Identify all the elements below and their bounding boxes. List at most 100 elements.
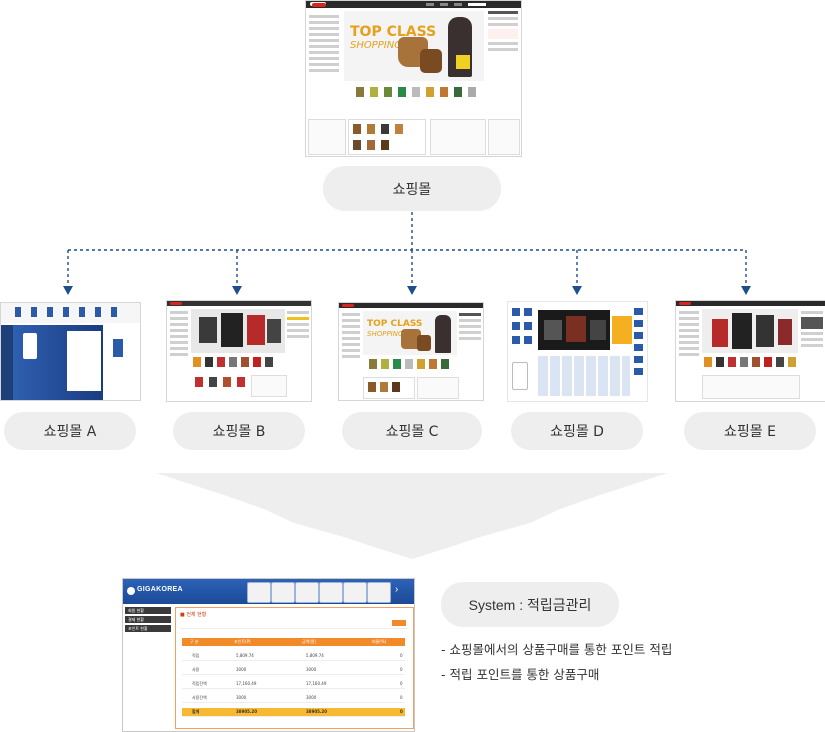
site-nav [454, 3, 462, 6]
table-header-cell: 비율(%) [372, 639, 387, 644]
table-row: 적립잔액 17,160.49 17,160.49 0 [182, 680, 405, 689]
table-cell: 사용 [192, 667, 200, 672]
table-cell: 17,160.49 [236, 681, 257, 686]
mall-a-phone [23, 333, 37, 359]
table-cell: 5,809.74 [306, 653, 324, 658]
site-notice-box [251, 375, 287, 397]
table-header-row: 구 분 포인트(P) 금액(원) 비율(%) [182, 638, 405, 646]
site-side-menu [679, 311, 699, 359]
site-lower-products [363, 377, 415, 399]
table-cell: 3000 [306, 667, 317, 672]
banner-title: TOP CLASS [367, 319, 423, 329]
mall-c-label: 쇼핑몰 C [342, 412, 482, 450]
bullet-item: - 쇼핑몰에서의 상품구매를 통한 포인트 적립 [441, 642, 673, 657]
site-banner: TOP CLASS SHOPPING [344, 11, 484, 81]
arrow-b [232, 286, 242, 295]
table-cell: 0 [400, 695, 403, 700]
hub-site-screenshot: TOP CLASS SHOPPING [305, 0, 522, 157]
product-strip [191, 357, 285, 369]
mall-b-banner [191, 309, 285, 353]
system-label: System : 적립금관리 [441, 582, 619, 627]
site-side-menu [309, 15, 339, 75]
table-cell: 사용잔액 [192, 695, 207, 700]
table-cell: 합계 [192, 709, 200, 714]
arrow-d [572, 286, 582, 295]
product-strip [191, 377, 285, 391]
mall-d-label: 쇼핑몰 D [511, 412, 643, 450]
table-row: 사용 3000 3000 0 [182, 666, 405, 675]
yellow-bag-image [456, 55, 470, 69]
mall-e-banner [702, 309, 798, 353]
table-header-cell: 금액(원) [302, 639, 317, 644]
table-total-row: 합계 38905.20 38905.20 0 [182, 708, 405, 717]
mall-e-label-text: 쇼핑몰 E [724, 424, 776, 440]
handbag-image [417, 335, 431, 351]
table-header-cell: 포인트(P) [234, 639, 251, 644]
product-strip [363, 359, 457, 371]
distribution-connectors [63, 212, 751, 295]
site-right-column [801, 311, 823, 350]
table-cell: 5,809.74 [236, 653, 254, 658]
site-notice-box [430, 119, 486, 155]
product-image [113, 339, 123, 357]
date-filter-bar [180, 620, 409, 629]
product-icon [95, 307, 101, 317]
site-lower-list [702, 375, 800, 399]
product-strip [346, 85, 484, 105]
product-icon [111, 307, 117, 317]
site-topbar [306, 1, 521, 8]
table-row: 적립 5,809.74 5,809.74 0 [182, 652, 405, 661]
table-header-cell: 구 분 [190, 639, 199, 644]
toolbar-button [295, 582, 319, 603]
mall-b-label: 쇼핑몰 B [173, 412, 305, 450]
table-cell: 적립잔액 [192, 681, 207, 686]
system-label-text: System : 적립금관리 [468, 596, 592, 613]
site-logo-mark [312, 3, 326, 7]
banner-subtitle: SHOPPING [367, 330, 404, 338]
site-topbar [676, 301, 825, 306]
site-right-box [488, 119, 520, 155]
bullet-item: - 적립 포인트를 통한 상품구매 [441, 667, 600, 682]
product-icon [31, 307, 37, 317]
toolbar-button [343, 582, 367, 603]
mall-c-banner: TOP CLASS SHOPPING [363, 311, 457, 355]
mall-a-screenshot [0, 302, 141, 401]
table-cell: 3000 [236, 695, 247, 700]
table-cell: 0 [400, 653, 403, 658]
model-image [435, 315, 451, 353]
system-menu-item: 결제 현황 [125, 616, 171, 623]
site-side-menu [342, 313, 360, 361]
product-strip [702, 357, 798, 369]
site-search [468, 3, 486, 6]
toolbar-button [367, 582, 391, 603]
site-logo [170, 302, 182, 305]
mall-d-left-icons [510, 306, 538, 366]
handbag-image [401, 329, 421, 349]
banner-title: TOP CLASS [350, 24, 437, 40]
arrow-c [407, 286, 417, 295]
hub-label-text: 쇼핑몰 [392, 181, 432, 198]
banner-subtitle: SHOPPING [350, 40, 402, 51]
mall-b-label-text: 쇼핑몰 B [212, 424, 266, 440]
mall-e-screenshot [675, 300, 825, 402]
table-row: 사용잔액 3000 3000 0 [182, 694, 405, 703]
mall-a-icon-row [1, 303, 140, 323]
site-nav [426, 3, 434, 6]
search-button [392, 620, 406, 626]
funnel-arrow [156, 473, 668, 559]
system-screenshot: GIGAKOREA › 회원 현황 결제 현황 포인트 현황 ■ 전체 현황 구… [122, 578, 415, 732]
mall-e-label: 쇼핑몰 E [684, 412, 816, 450]
site-lower-products [348, 119, 426, 155]
product-icon [79, 307, 85, 317]
site-lower-left [308, 119, 346, 155]
toolbar-button [319, 582, 343, 603]
mall-d-phone [512, 362, 528, 390]
site-logo [342, 304, 354, 307]
site-right-column [459, 313, 481, 343]
table-cell: 적립 [192, 653, 200, 658]
site-nav [440, 3, 448, 6]
toolbar-next-icon: › [395, 584, 399, 595]
site-side-menu [170, 311, 188, 359]
system-menu-item: 회원 현황 [125, 607, 171, 614]
table-cell: 3000 [236, 667, 247, 672]
